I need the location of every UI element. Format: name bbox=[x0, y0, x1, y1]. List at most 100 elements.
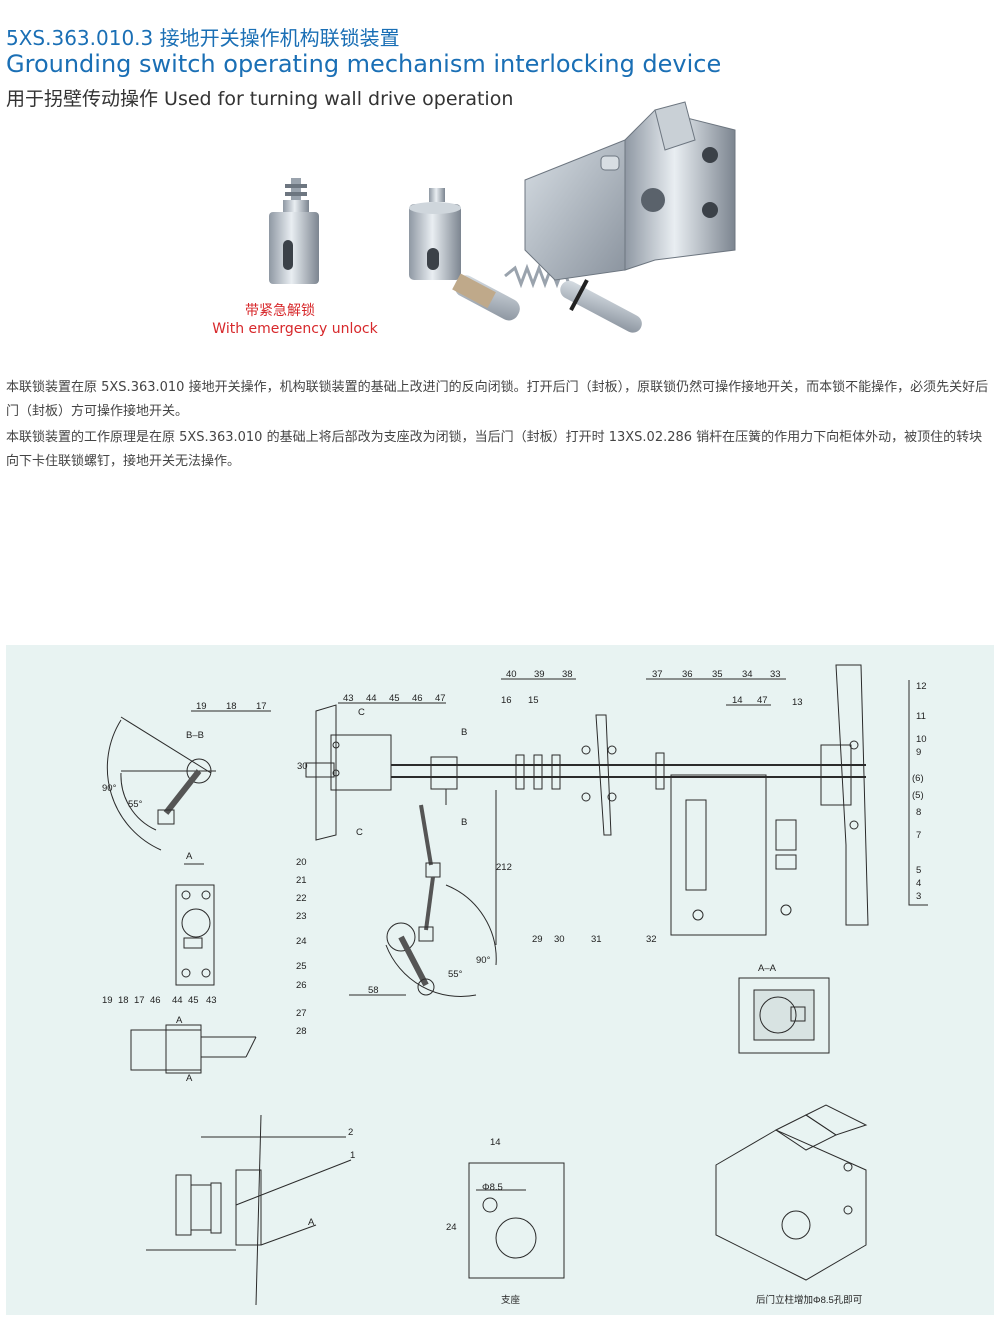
dim-58: 58 bbox=[368, 985, 379, 996]
lower-a-label: A bbox=[308, 1217, 315, 1228]
label-b-top: B bbox=[461, 727, 467, 738]
angle-55-bb: 55° bbox=[128, 799, 143, 810]
callout-2: 2 bbox=[348, 1127, 353, 1138]
angle-55-main: 55° bbox=[448, 969, 463, 980]
svg-text:43: 43 bbox=[206, 995, 217, 1006]
description-paragraph-2: 本联锁装置的工作原理是在原 5XS.363.010 的基础上将后部改为支座改为闭… bbox=[6, 430, 983, 469]
svg-text:44: 44 bbox=[366, 693, 377, 704]
svg-text:45: 45 bbox=[389, 693, 400, 704]
svg-text:45: 45 bbox=[188, 995, 199, 1006]
svg-text:34: 34 bbox=[742, 669, 753, 680]
svg-text:39: 39 bbox=[534, 669, 545, 680]
svg-text:46: 46 bbox=[412, 693, 423, 704]
svg-text:36: 36 bbox=[682, 669, 693, 680]
angle-90-main: 90° bbox=[476, 955, 491, 966]
caption-cn: 带紧急解锁 bbox=[245, 303, 315, 319]
svg-text:37: 37 bbox=[652, 669, 663, 680]
label-c-top: C bbox=[358, 707, 365, 718]
pin bbox=[452, 273, 520, 321]
left-callouts: 20 21 22 23 24 25 26 27 28 bbox=[296, 857, 307, 1037]
dim-30: 30 bbox=[297, 761, 308, 772]
technical-drawing: B–B 90° 55° A A A 19 18 17 46 44 45 bbox=[6, 645, 994, 1315]
section-aa-label: A–A bbox=[758, 963, 777, 974]
support-label: 支座 bbox=[501, 1294, 521, 1306]
iso-bracket bbox=[715, 1104, 868, 1281]
svg-text:47: 47 bbox=[435, 693, 446, 704]
caption-en: With emergency unlock bbox=[212, 321, 378, 337]
svg-text:13: 13 bbox=[792, 697, 803, 708]
arc-55 bbox=[120, 772, 157, 831]
svg-text:27: 27 bbox=[296, 1008, 307, 1019]
pin-rod bbox=[560, 279, 642, 333]
svg-text:17: 17 bbox=[256, 701, 267, 712]
backdoor-note: 后门立柱增加Φ8.5孔即可 bbox=[756, 1294, 862, 1306]
detail-a-bottom: A bbox=[186, 1073, 193, 1084]
svg-text:23: 23 bbox=[296, 911, 307, 922]
svg-text:43: 43 bbox=[343, 693, 354, 704]
svg-text:22: 22 bbox=[296, 893, 307, 904]
bottom-detail bbox=[146, 1114, 352, 1306]
svg-text:35: 35 bbox=[712, 669, 723, 680]
right-callouts: 12 11 10 9 (6) (5) 8 7 5 4 3 bbox=[912, 681, 927, 902]
view-a-label: A bbox=[186, 851, 193, 862]
main-mechanism bbox=[305, 664, 869, 997]
section-bb-label: B–B bbox=[186, 730, 204, 741]
svg-text:17: 17 bbox=[134, 995, 145, 1006]
svg-text:11: 11 bbox=[916, 711, 926, 722]
svg-text:26: 26 bbox=[296, 980, 307, 991]
drawing-canvas: B–B 90° 55° A A A 19 18 17 46 44 45 bbox=[102, 664, 928, 1306]
svg-text:47: 47 bbox=[757, 695, 768, 706]
bb-shaft bbox=[186, 758, 212, 784]
svg-text:8: 8 bbox=[916, 807, 921, 818]
title-cn: 5XS.363.010.3 接地开关操作机构联锁装置 bbox=[6, 26, 400, 50]
svg-text:19: 19 bbox=[196, 701, 207, 712]
svg-text:12: 12 bbox=[916, 681, 927, 692]
bracket bbox=[524, 101, 736, 281]
svg-text:15: 15 bbox=[528, 695, 539, 706]
product-photo bbox=[269, 101, 736, 333]
label-c-left: C bbox=[356, 827, 363, 838]
svg-text:46: 46 bbox=[150, 995, 161, 1006]
description-paragraph-1: 本联锁装置在原 5XS.363.010 接地开关操作，机构联锁装置的基础上改进门… bbox=[6, 380, 989, 419]
section-aa bbox=[738, 977, 830, 1054]
svg-text:25: 25 bbox=[296, 961, 307, 972]
svg-text:31: 31 bbox=[591, 934, 602, 945]
svg-text:29: 29 bbox=[532, 934, 543, 945]
lock-block-with-screw bbox=[269, 178, 319, 284]
svg-text:(6): (6) bbox=[912, 773, 924, 784]
lock-block bbox=[409, 188, 461, 280]
svg-text:9: 9 bbox=[916, 747, 921, 758]
svg-text:16: 16 bbox=[501, 695, 512, 706]
svg-text:18: 18 bbox=[226, 701, 237, 712]
svg-text:19: 19 bbox=[102, 995, 113, 1006]
svg-text:20: 20 bbox=[296, 857, 307, 868]
svg-text:40: 40 bbox=[506, 669, 517, 680]
svg-text:10: 10 bbox=[916, 734, 927, 745]
support-plate bbox=[468, 1162, 565, 1279]
arc-90 bbox=[106, 719, 162, 851]
top-callouts: 19 18 17 43 44 45 46 47 40 39 38 16 15 3… bbox=[196, 669, 803, 712]
svg-text:14: 14 bbox=[732, 695, 743, 706]
svg-text:7: 7 bbox=[916, 830, 921, 841]
svg-text:28: 28 bbox=[296, 1026, 307, 1037]
view-a-plate bbox=[175, 884, 215, 986]
svg-text:30: 30 bbox=[554, 934, 565, 945]
svg-text:21: 21 bbox=[296, 875, 307, 886]
dim-24: 24 bbox=[446, 1222, 457, 1233]
svg-text:38: 38 bbox=[562, 669, 573, 680]
subtitle: 用于拐壁传动操作 Used for turning wall drive ope… bbox=[6, 88, 514, 110]
title-en: Grounding switch operating mechanism int… bbox=[6, 50, 722, 78]
angle-90-bb: 90° bbox=[102, 783, 117, 794]
dim-212: 212 bbox=[496, 862, 512, 873]
svg-text:18: 18 bbox=[118, 995, 129, 1006]
svg-text:33: 33 bbox=[770, 669, 781, 680]
svg-text:(5): (5) bbox=[912, 790, 924, 801]
dim-14: 14 bbox=[490, 1137, 501, 1148]
dim-phi: Φ8.5 bbox=[482, 1182, 503, 1193]
svg-text:4: 4 bbox=[916, 878, 921, 889]
svg-text:32: 32 bbox=[646, 934, 657, 945]
label-b-bottom: B bbox=[461, 817, 467, 828]
svg-text:3: 3 bbox=[916, 891, 921, 902]
mid-callouts: 29 30 31 32 bbox=[532, 934, 657, 945]
svg-text:24: 24 bbox=[296, 936, 307, 947]
